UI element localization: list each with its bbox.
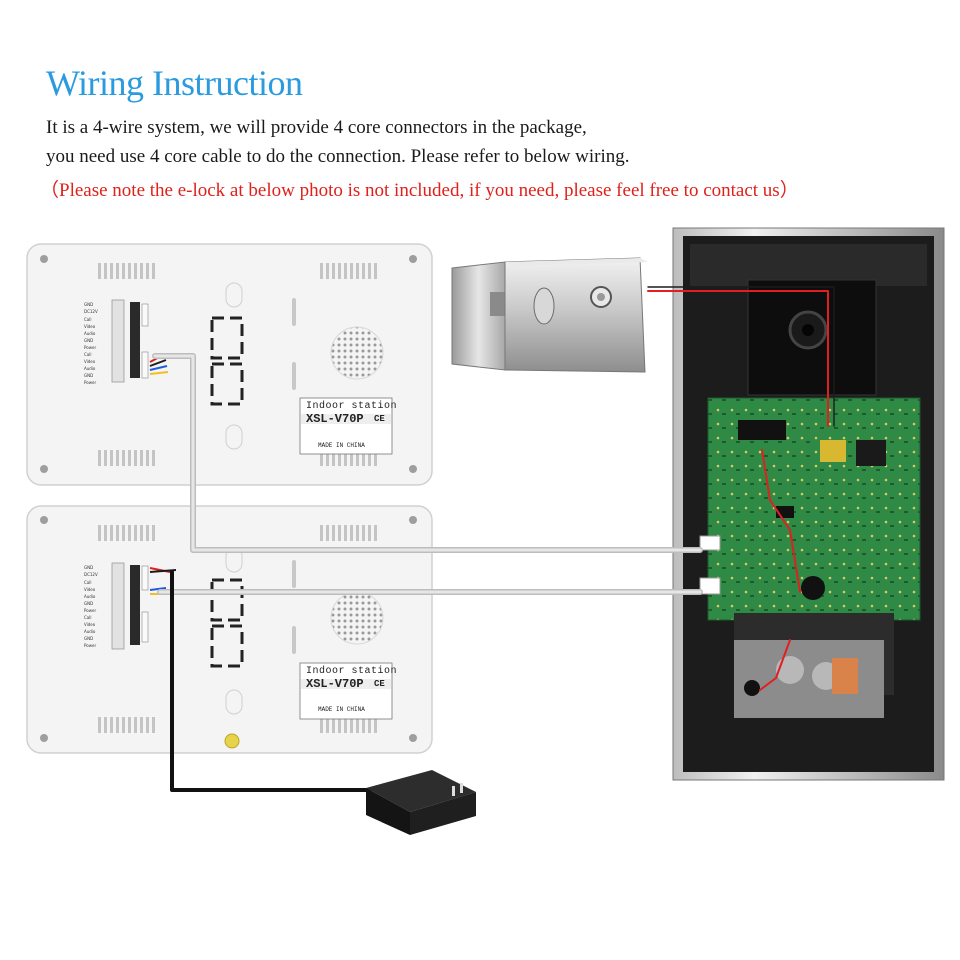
bottom-terminal-label: Audio xyxy=(84,629,96,634)
bottom-monitor-made-in: MADE IN CHINA xyxy=(318,706,365,713)
bottom-terminal-label: Power xyxy=(84,643,97,648)
top-monitor-title: Indoor station xyxy=(306,401,398,412)
top-terminal-label: Video xyxy=(84,359,96,364)
top-terminal-label: DC12V xyxy=(84,309,98,314)
bottom-terminal-label: Power xyxy=(84,608,97,613)
bottom-terminal-label: Video xyxy=(84,587,96,592)
top-terminal-label: Video xyxy=(84,324,96,329)
top-monitor-made-in: MADE IN CHINA xyxy=(318,442,365,449)
bottom-terminal-label: GND xyxy=(84,636,94,641)
top-terminal-label: GND xyxy=(84,302,94,307)
top-monitor-ce-mark: CE xyxy=(374,414,385,424)
top-monitor-model: XSL-V70P xyxy=(306,412,364,426)
bottom-terminal-label: Call xyxy=(84,615,92,620)
bottom-monitor-model: XSL-V70P xyxy=(306,677,364,691)
top-terminal-label: GND xyxy=(84,338,94,343)
bottom-monitor-title: Indoor station xyxy=(306,666,398,677)
bottom-terminal-label: Audio xyxy=(84,594,96,599)
top-terminal-label: Audio xyxy=(84,366,96,371)
top-terminal-label: Audio xyxy=(84,331,96,336)
top-terminal-label: Call xyxy=(84,352,92,357)
bottom-terminal-label: DC12V xyxy=(84,572,98,577)
intro-line-2: you need use 4 core cable to do the conn… xyxy=(46,146,630,167)
indoor-monitor-top xyxy=(26,243,433,486)
electric-lock xyxy=(451,257,648,373)
bottom-monitor-ce-mark: CE xyxy=(374,679,385,689)
connection-cables xyxy=(152,286,835,792)
top-terminal-label: Power xyxy=(84,345,97,350)
bottom-terminal-label: GND xyxy=(84,601,94,606)
bottom-terminal-label: GND xyxy=(84,565,94,570)
top-terminal-label: Power xyxy=(84,380,97,385)
power-adapter xyxy=(366,770,476,835)
top-terminal-label: Call xyxy=(84,317,92,322)
outdoor-camera-unit xyxy=(672,227,945,781)
top-terminal-label: GND xyxy=(84,373,94,378)
elock-note: （Please note the e-lock at below photo i… xyxy=(40,180,799,201)
intro-line-1: It is a 4-wire system, we will provide 4… xyxy=(46,117,587,138)
bottom-terminal-label: Video xyxy=(84,622,96,627)
bottom-terminal-label: Call xyxy=(84,580,92,585)
page-title: Wiring Instruction xyxy=(46,63,303,103)
indoor-monitor-bottom xyxy=(26,505,433,754)
